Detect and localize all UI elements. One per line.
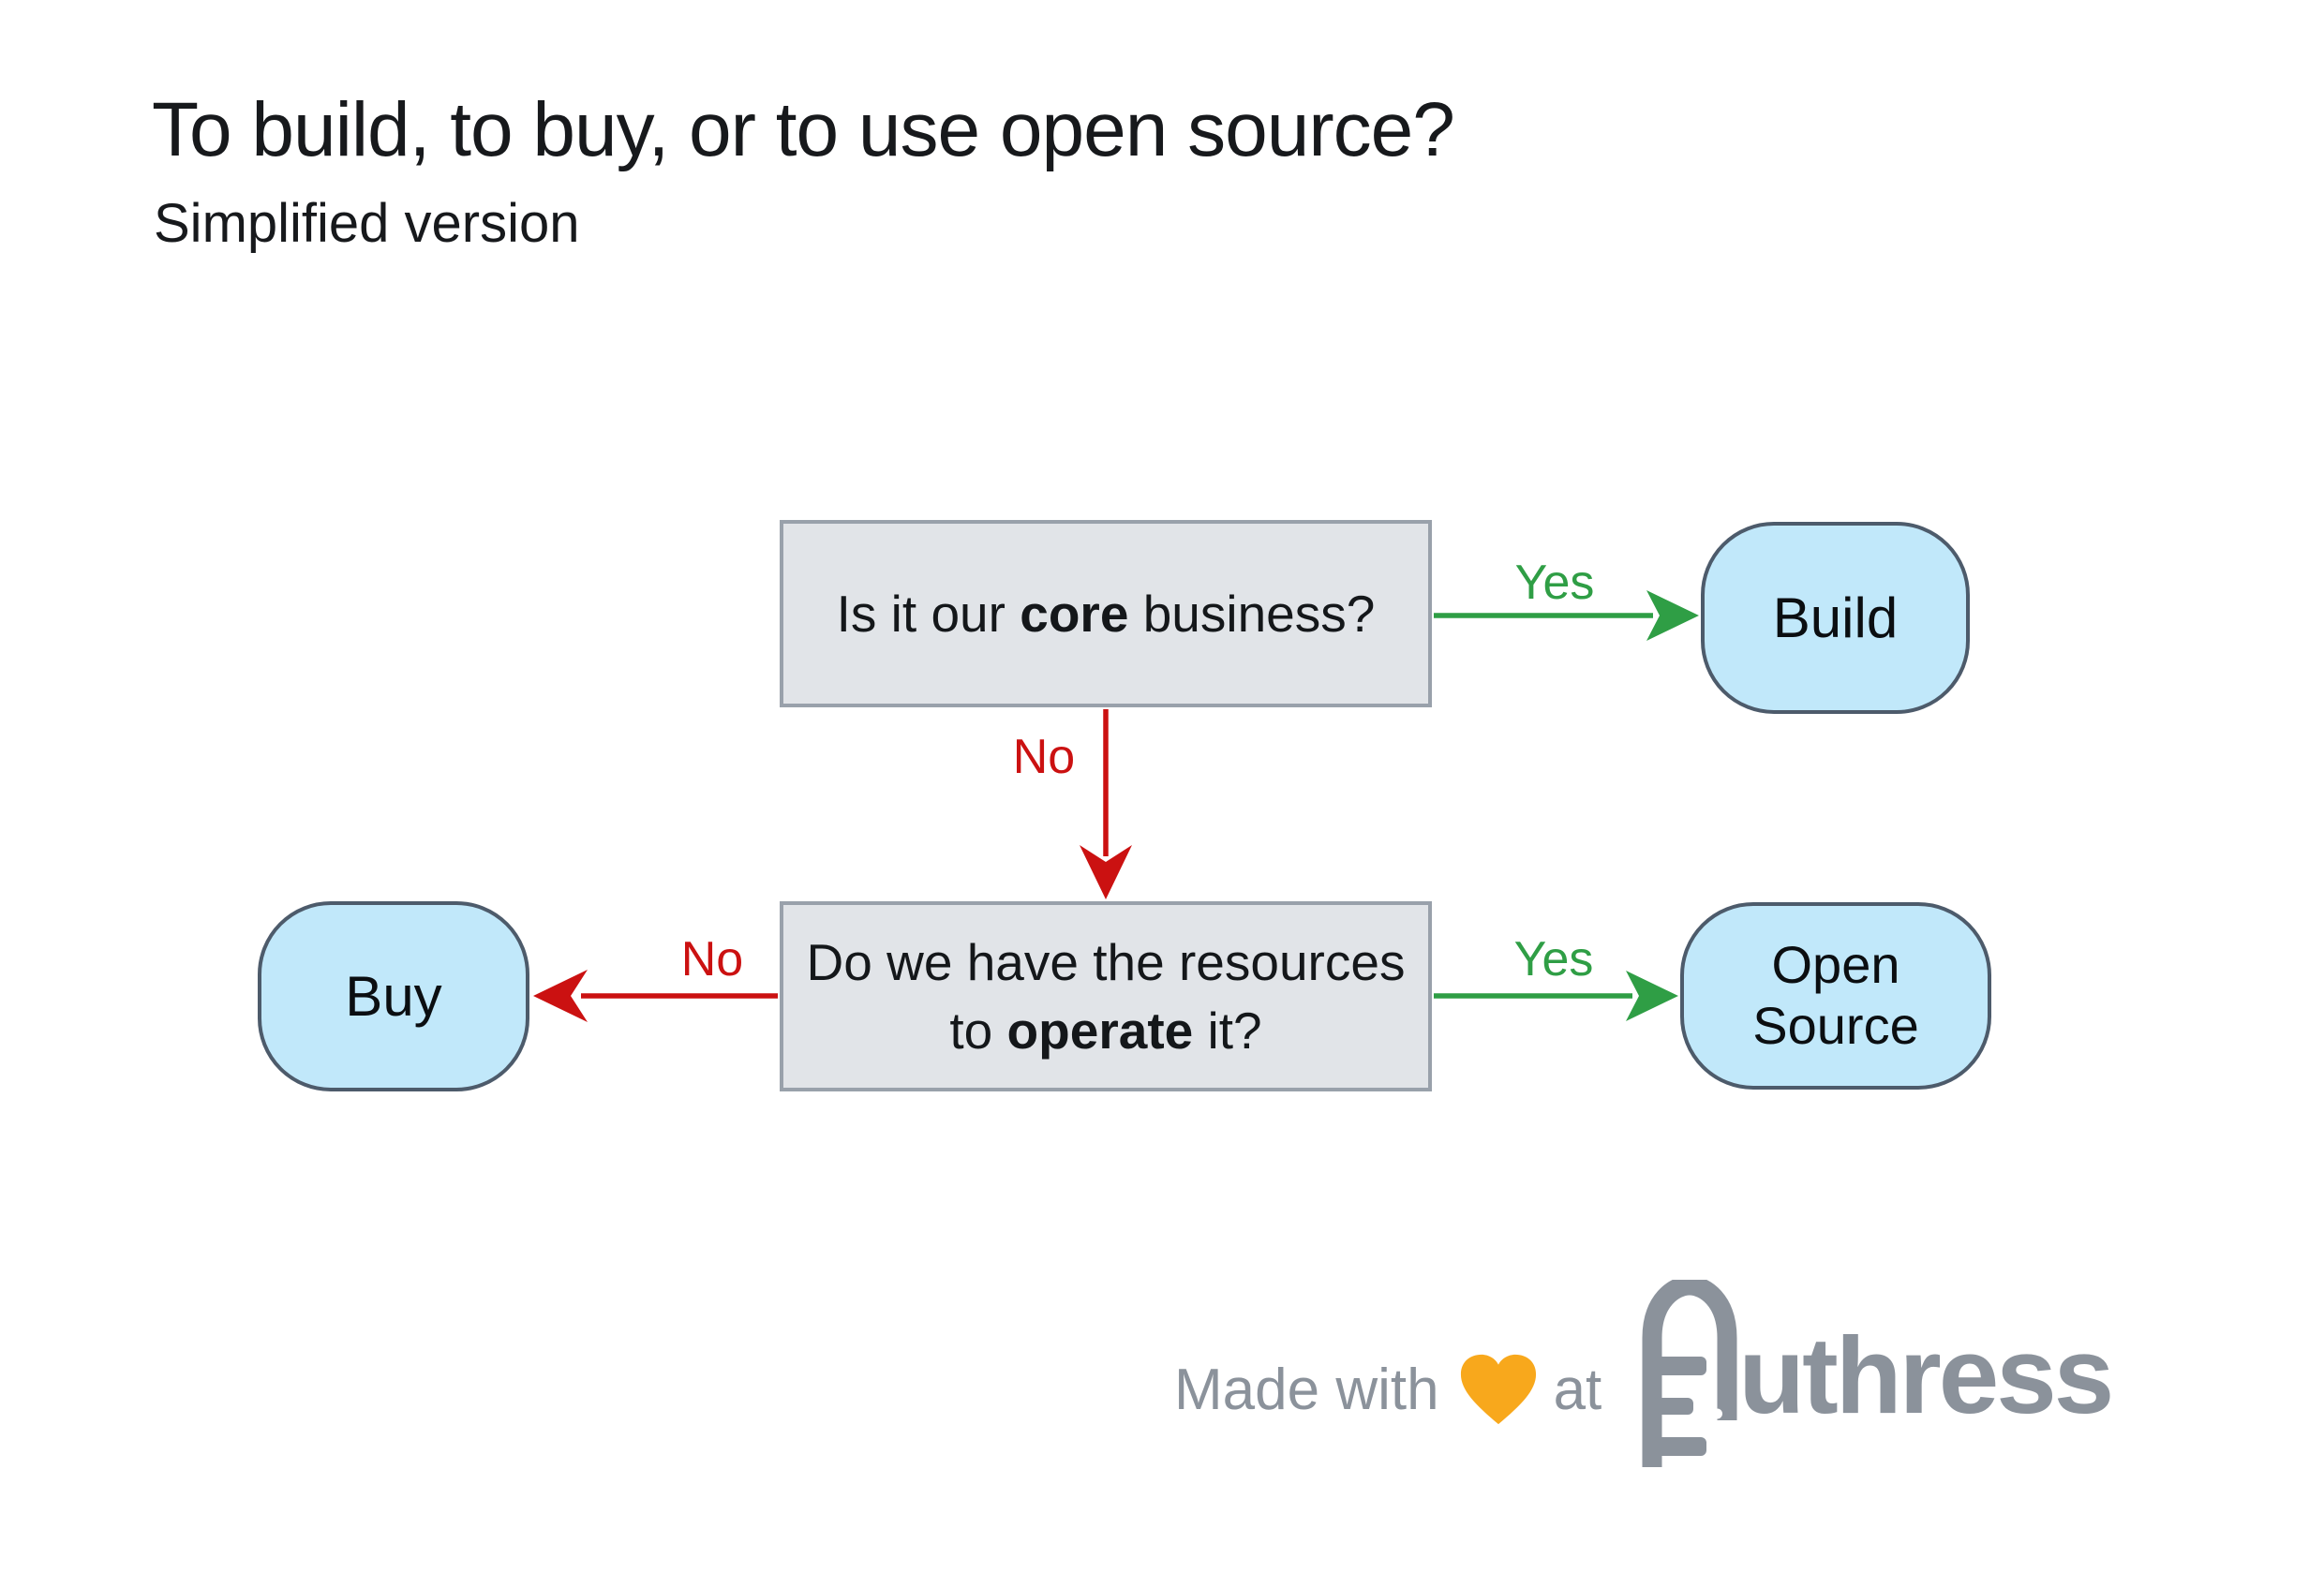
edge-no-down-arrow <box>1080 709 1132 899</box>
page-title: To build, to buy, or to use open source? <box>152 87 1455 172</box>
outcome-open-source-label-line2: Source <box>1752 996 1919 1055</box>
heart-icon <box>1458 1352 1539 1432</box>
authress-key-icon <box>1642 1280 1737 1467</box>
authress-logo: uthress <box>1637 1280 2114 1473</box>
decision-node-core-business-text: Is it our core business? <box>836 584 1376 643</box>
outcome-node-open-source: Open Source <box>1680 902 1991 1090</box>
outcome-open-source-label-line1: Open <box>1771 935 1900 995</box>
outcome-buy-label: Buy <box>345 964 442 1028</box>
attribution-footer: Made with at uthress <box>1174 1280 2114 1469</box>
at-text: at <box>1553 1357 1602 1422</box>
outcome-build-label: Build <box>1772 586 1899 649</box>
page-subtitle: Simplified version <box>154 193 580 254</box>
outcome-node-buy: Buy <box>258 901 529 1091</box>
edge-label-no-core: No <box>1012 730 1076 784</box>
outcome-node-build: Build <box>1701 522 1970 714</box>
decision-node-resources-operate: Do we have the resources to operate it? <box>780 901 1432 1091</box>
made-with-text: Made with <box>1174 1357 1439 1422</box>
edge-label-no-resources: No <box>680 932 744 987</box>
edge-label-yes-build: Yes <box>1514 556 1595 610</box>
authress-wordmark: uthress <box>1738 1314 2114 1436</box>
decision-node-resources-line1: Do we have the resources <box>806 932 1406 991</box>
decision-node-core-business: Is it our core business? <box>780 520 1432 707</box>
edge-label-yes-open-source: Yes <box>1513 932 1594 987</box>
decision-node-resources-line2: to operate it? <box>949 1001 1262 1060</box>
